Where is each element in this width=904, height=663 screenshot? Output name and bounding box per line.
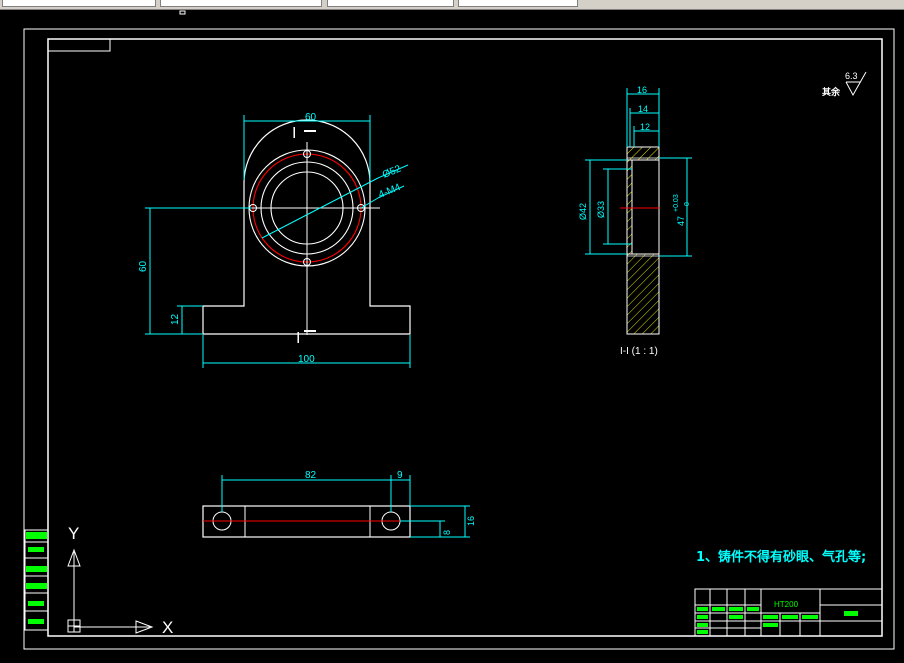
toolbar-field-4[interactable] — [458, 0, 578, 7]
dim-holes: 4-M4 — [377, 182, 403, 201]
dim-sec-phi42: Ø42 — [578, 203, 588, 220]
command-toolbar — [0, 0, 904, 10]
section-label: I-I (1 : 1) — [620, 346, 658, 357]
toolbar-field-3[interactable] — [327, 0, 454, 7]
dim-front-width: 60 — [305, 112, 317, 123]
dim-top-thick: 16 — [466, 516, 476, 526]
toolbar-field-1[interactable] — [2, 0, 156, 7]
ucs-y-label: Y — [68, 524, 79, 543]
ucs-x-label: X — [162, 618, 173, 637]
toolbar-field-2[interactable] — [160, 0, 322, 7]
dim-sec-tol0: 0 — [684, 202, 691, 206]
binding-strip — [24, 529, 49, 631]
top-view — [202, 505, 411, 538]
front-view: I I — [202, 119, 411, 347]
section-dimensions — [585, 88, 692, 257]
grip-mark — [179, 10, 186, 15]
section-view — [620, 146, 660, 335]
dim-phi52: Ø52 — [381, 163, 403, 180]
dim-sec-14: 14 — [638, 104, 648, 114]
corner-tag — [48, 39, 111, 52]
section-bore — [631, 159, 660, 255]
dim-sec-phi33: Ø33 — [596, 201, 606, 218]
dim-sec-16: 16 — [637, 85, 647, 95]
title-block-cells — [697, 607, 858, 634]
ucs-icon: Y X — [67, 524, 173, 637]
dim-front-height: 60 — [138, 260, 149, 272]
dim-base-height: 12 — [170, 313, 181, 325]
section-mark-bottom: I — [296, 330, 300, 347]
outer-frame — [23, 28, 895, 650]
section-mark-top: I — [292, 125, 296, 142]
material-label: HT200 — [774, 600, 799, 609]
roughness-label: 其余 — [822, 86, 841, 98]
technical-note: 1、铸件不得有砂眼、气孔等; — [696, 549, 866, 565]
front-dimensions — [145, 115, 411, 368]
dim-top-offset: 9 — [397, 470, 403, 481]
dim-sec-tol: +0.03 — [673, 194, 680, 212]
dim-top-len: 82 — [305, 470, 317, 481]
dim-sec-12: 12 — [640, 122, 650, 132]
roughness-value: 6.3 — [845, 71, 858, 81]
title-block — [694, 588, 883, 637]
roughness-symbol: 6.3 其余 — [822, 71, 867, 98]
top-dimensions — [221, 475, 470, 538]
dim-base-width: 100 — [298, 354, 315, 365]
dim-sec-47: 47 — [676, 216, 686, 226]
dim-top-small: 8 — [442, 530, 452, 535]
drawing-canvas[interactable]: I I 60 60 12 100 Ø52 4-M4 — [0, 10, 904, 658]
inner-frame — [47, 38, 883, 637]
